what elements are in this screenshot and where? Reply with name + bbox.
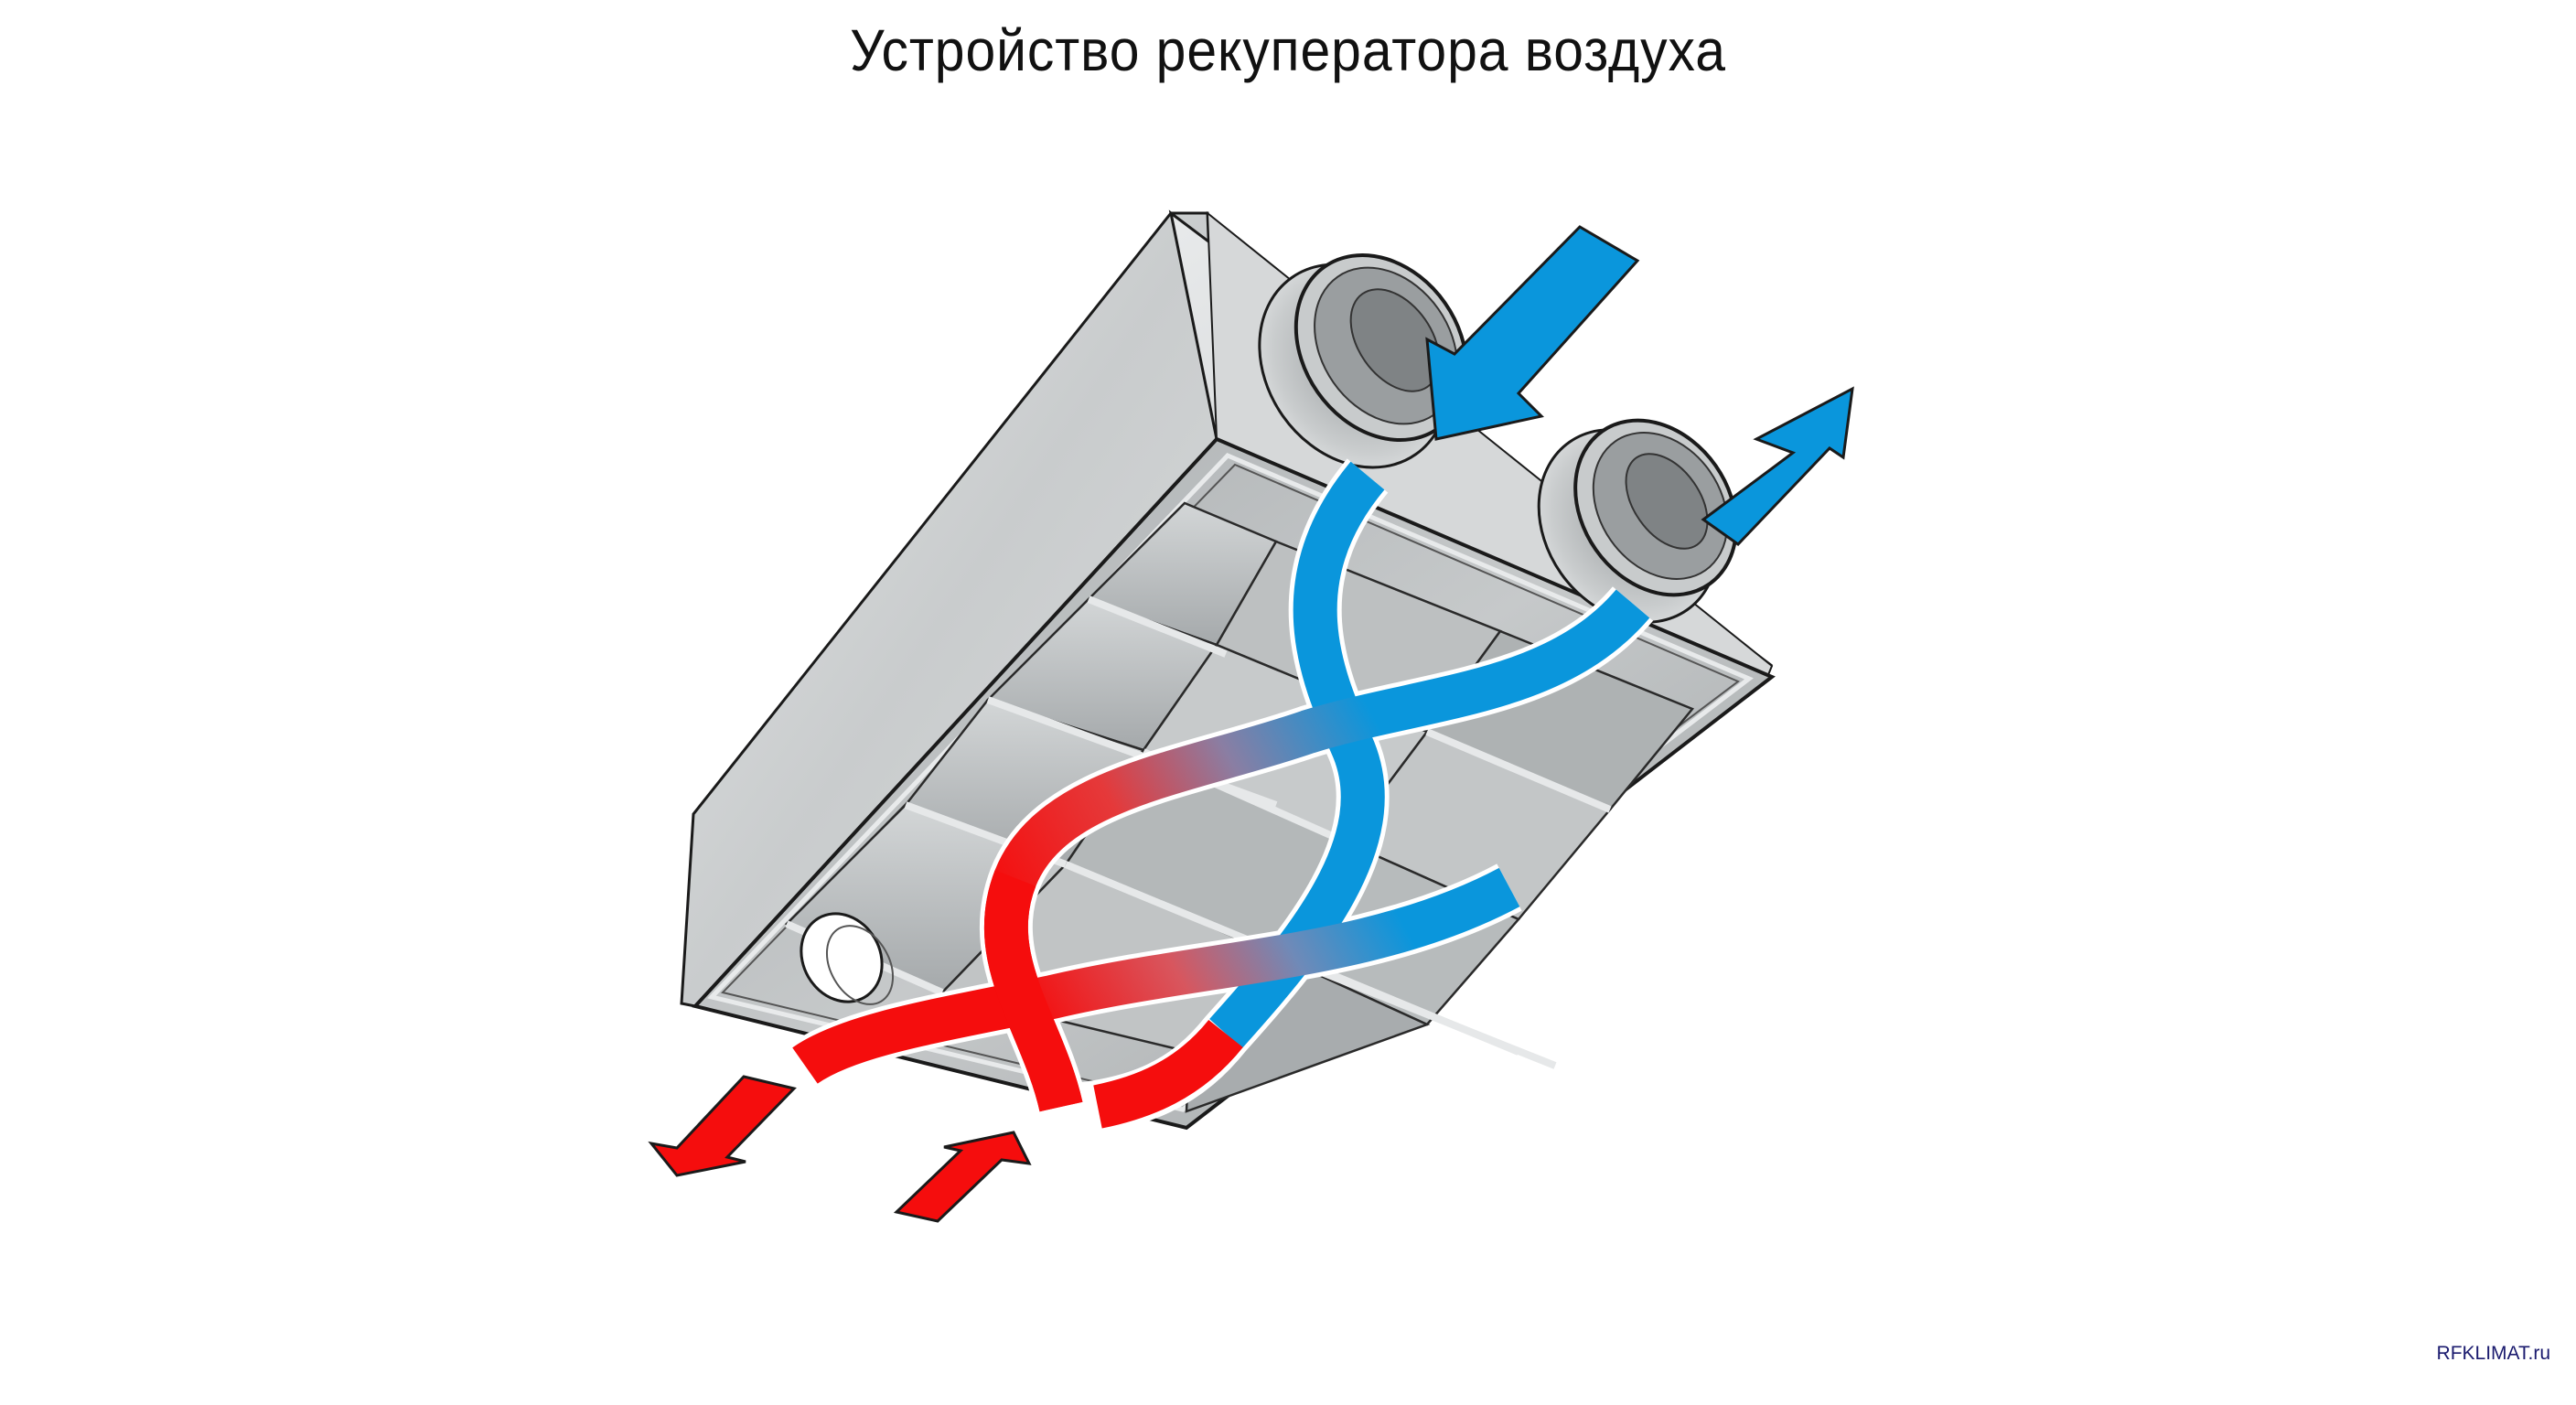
air-flow-ribbons <box>789 458 1654 1138</box>
cold-air-outlet-arrow <box>1701 386 1854 546</box>
warm-air-inlet-arrow <box>893 1131 1032 1223</box>
mixed-air-ribbon-lower <box>792 867 1520 1085</box>
watermark: RFKLIMAT.ru <box>2436 1343 2550 1364</box>
duct-outlet-exhaust <box>1537 418 1738 624</box>
cold-air-inlet-arrow <box>1425 225 1640 441</box>
warm-air-outlet-arrow <box>648 1075 797 1177</box>
side-port <box>800 912 895 1005</box>
diagram-title: Устройство рекуператора воздуха <box>850 17 1726 83</box>
